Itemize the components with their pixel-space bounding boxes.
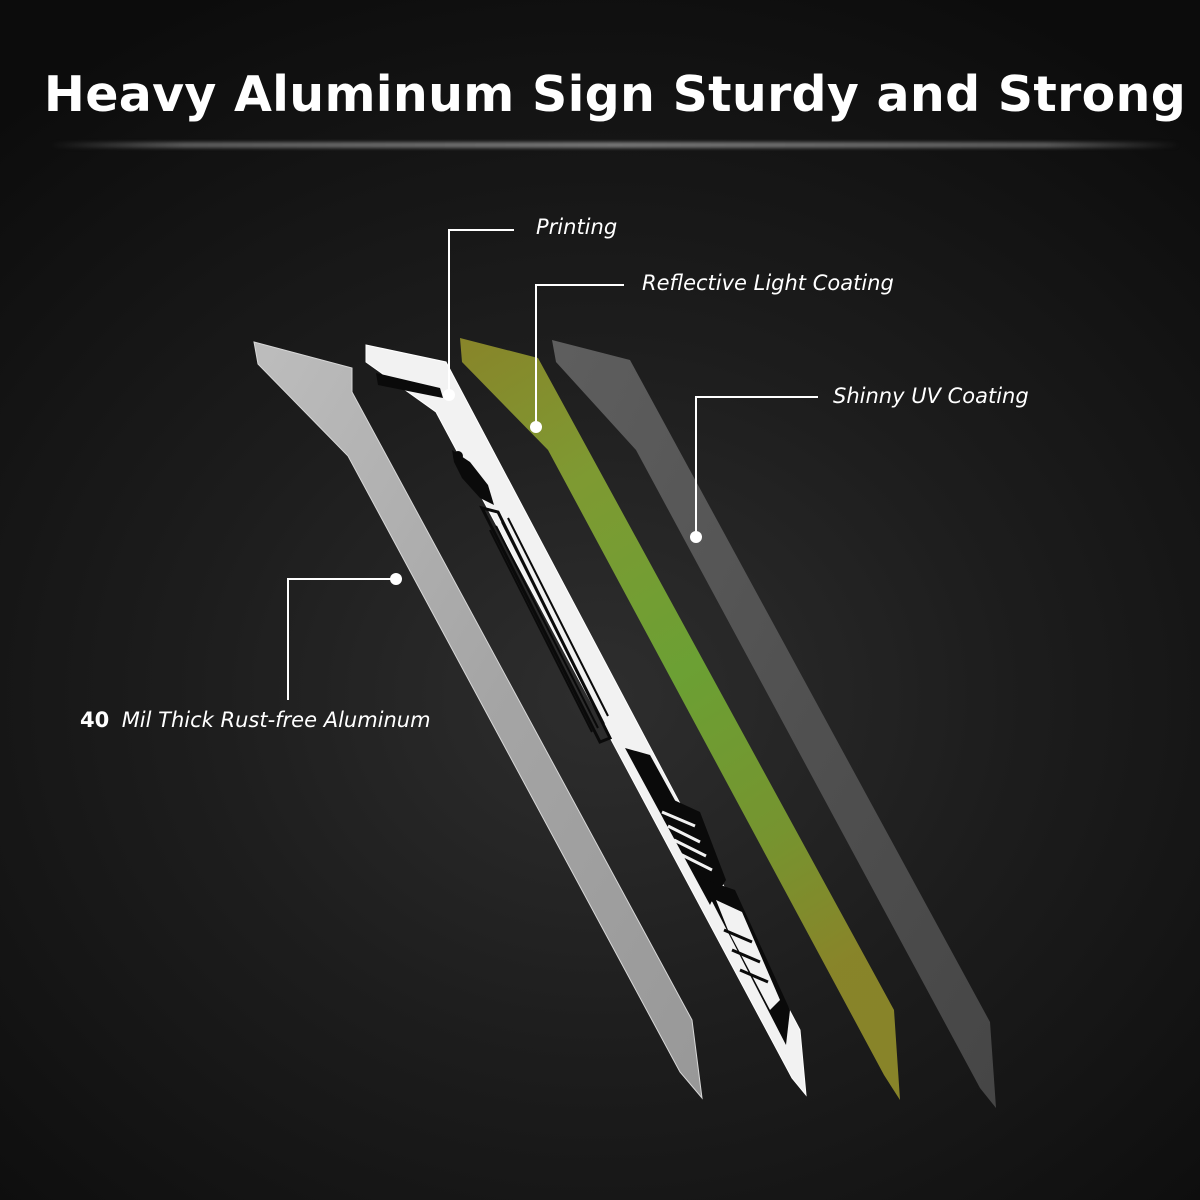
printing-label: Printing: [536, 215, 617, 239]
printed-panel: [365, 344, 807, 1097]
uv-label: Shinny UV Coating: [833, 384, 1029, 408]
uv-coating-panel: [552, 340, 996, 1108]
svg-text:40 Mil Thick Rust-fre: 40 Mil Thick Rust-free Aluminum: [80, 708, 431, 732]
printing-callout: Printing: [443, 215, 617, 401]
aluminum-label: Mil Thick Rust-free Aluminum: [122, 708, 431, 732]
sign-print-graphics: [376, 373, 790, 1045]
thickness-value: 40: [80, 708, 109, 732]
reflective-callout: Reflective Light Coating: [530, 271, 894, 433]
aluminum-callout: 40 Mil Thick Rust-free Aluminum: [80, 573, 431, 732]
page-title: Heavy Aluminum Sign Sturdy and Strong: [43, 66, 1187, 123]
uv-callout: Shinny UV Coating: [690, 384, 1029, 543]
reflective-label: Reflective Light Coating: [642, 271, 894, 295]
aluminum-panel: [253, 341, 703, 1100]
title-divider: [50, 142, 1180, 148]
